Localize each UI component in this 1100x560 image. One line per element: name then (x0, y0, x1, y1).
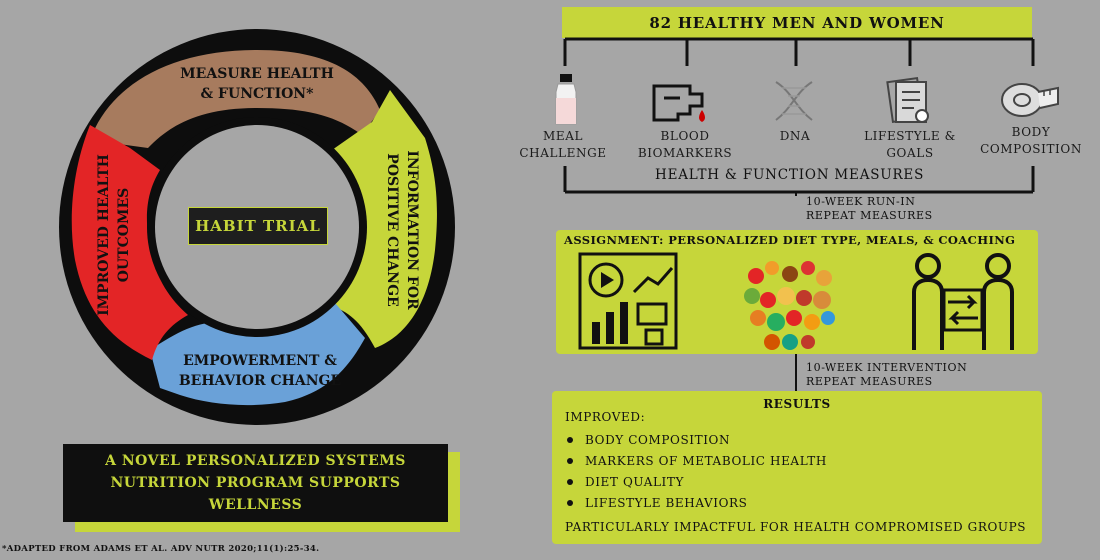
bullet-icon (567, 457, 573, 464)
segment-label-empowerment-1: EMPOWERMENT & (183, 353, 337, 369)
list-item: MARKERS OF METABOLIC HEALTH (567, 450, 827, 471)
assignment-title: ASSIGNMENT: PERSONALIZED DIET TYPE, MEAL… (564, 233, 1016, 247)
list-item: BODY COMPOSITION (567, 429, 827, 450)
citation-footnote: *ADAPTED FROM ADAMS ET AL. ADV NUTR 2020… (2, 544, 320, 554)
result-item-text: LIFESTYLE BEHAVIORS (585, 495, 748, 510)
measure-label-lifestyle-goals: LIFESTYLE & GOALS (855, 128, 965, 162)
results-footer: PARTICULARLY IMPACTFUL FOR HEALTH COMPRO… (565, 520, 1027, 534)
bullet-icon (567, 499, 573, 506)
segment-label-outcomes-2: OUTCOMES (116, 188, 132, 282)
list-item: LIFESTYLE BEHAVIORS (567, 492, 827, 513)
blood-drop-icon (652, 84, 705, 122)
dna-icon (775, 81, 813, 121)
checklist-icon (886, 76, 929, 124)
cycle-segment-empowerment (150, 297, 365, 406)
food-collage-icon (744, 261, 835, 350)
results-list: BODY COMPOSITION MARKERS OF METABOLIC HE… (567, 429, 827, 513)
segment-label-outcomes-1: IMPROVED HEALTH (96, 154, 112, 316)
measure-label-dna-line1: DNA (779, 129, 811, 143)
main-title: A NOVEL PERSONALIZED SYSTEMS NUTRITION P… (63, 444, 448, 522)
habit-cycle-diagram: MEASURE HEALTH & FUNCTION* INFORMATION F… (30, 20, 470, 460)
measure-label-body-composition-line2: COMPOSITION (980, 142, 1082, 156)
main-title-line3: WELLNESS (208, 497, 303, 513)
tape-measure-icon (1001, 83, 1059, 117)
result-item-text: MARKERS OF METABOLIC HEALTH (585, 453, 827, 468)
result-item-text: DIET QUALITY (585, 474, 685, 489)
segment-label-empowerment-2: BEHAVIOR CHANGE (179, 373, 341, 389)
segment-label-information-1: INFORMATION FOR (404, 150, 420, 310)
segment-label-measure-2: & FUNCTION* (201, 86, 315, 102)
measure-bracket-lines (563, 37, 1035, 196)
measure-label-lifestyle-goals-line1: LIFESTYLE & (864, 129, 956, 143)
results-panel (552, 391, 1042, 544)
measure-label-lifestyle-goals-line2: GOALS (886, 146, 934, 160)
improved-label: IMPROVED: (565, 410, 646, 424)
measure-label-blood-biomarkers-line2: BIOMARKERS (637, 146, 733, 160)
run-in-note: 10-WEEK RUN-IN REPEAT MEASURES (806, 195, 933, 223)
health-function-measures-label: HEALTH & FUNCTION MEASURES (655, 167, 925, 183)
cycle-segment-information (330, 90, 437, 348)
cycle-segment-measure (90, 50, 380, 148)
bullet-icon (567, 478, 573, 485)
main-title-line2: NUTRITION PROGRAM SUPPORTS (110, 475, 401, 491)
measure-label-dna: DNA (750, 128, 840, 145)
measure-label-body-composition: BODY COMPOSITION (975, 124, 1087, 158)
bullet-icon (567, 436, 573, 443)
segment-label-measure-1: MEASURE HEALTH (180, 66, 334, 82)
intervention-line1: 10-WEEK INTERVENTION (806, 361, 968, 374)
measure-label-meal-challenge-line1: MEAL (542, 129, 584, 143)
milk-bottle-icon (555, 74, 577, 125)
measure-label-meal-challenge: MEAL CHALLENGE (508, 128, 618, 162)
participants-banner: 82 HEALTHY MEN AND WOMEN (562, 7, 1032, 38)
measure-label-blood-biomarkers: BLOOD BIOMARKERS (630, 128, 740, 162)
results-title: RESULTS (763, 397, 831, 411)
list-item: DIET QUALITY (567, 471, 827, 492)
run-in-line2: REPEAT MEASURES (806, 209, 933, 222)
measure-label-body-composition-line1: BODY (1011, 125, 1051, 139)
main-title-line1: A NOVEL PERSONALIZED SYSTEMS (105, 453, 406, 469)
intervention-line2: REPEAT MEASURES (806, 375, 933, 388)
result-item-text: BODY COMPOSITION (585, 432, 731, 447)
measure-label-blood-biomarkers-line1: BLOOD (660, 129, 710, 143)
intervention-note: 10-WEEK INTERVENTION REPEAT MEASURES (806, 361, 967, 389)
analytics-dashboard-icon (578, 252, 678, 350)
cycle-segment-outcomes (71, 125, 188, 360)
habit-trial-label: HABIT TRIAL (188, 207, 328, 245)
coaching-icon (912, 253, 1014, 350)
run-in-line1: 10-WEEK RUN-IN (806, 195, 916, 208)
intervention-connector (795, 354, 797, 394)
measure-label-meal-challenge-line2: CHALLENGE (519, 146, 607, 160)
assignment-panel (556, 230, 1038, 354)
segment-label-information-2: POSITIVE CHANGE (384, 153, 400, 306)
